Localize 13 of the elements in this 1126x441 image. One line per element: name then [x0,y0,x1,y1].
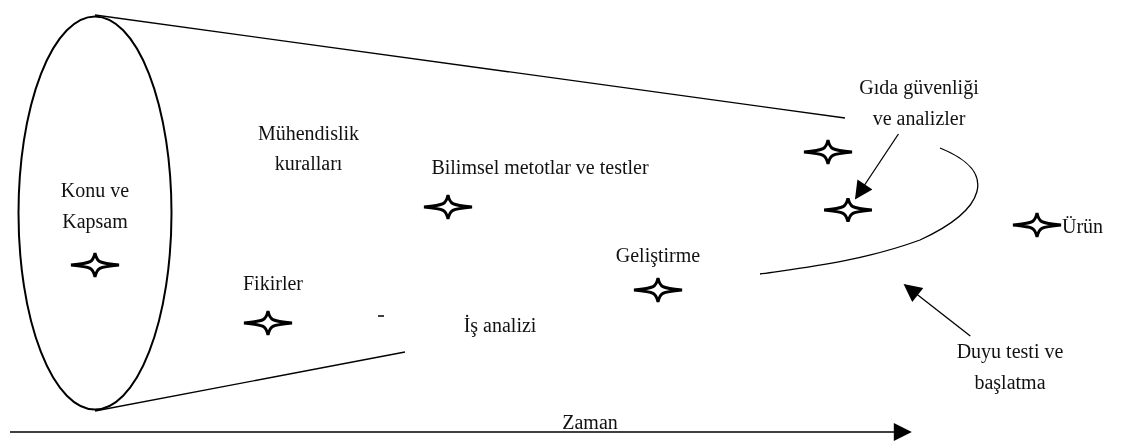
text-label: Bilimsel metotlar ve testler [430,155,650,180]
text-label: İş analizi [462,313,538,339]
arrow [903,283,971,337]
text-label: Zaman [561,410,619,435]
text-label: Mühendislik kuralları [256,121,361,176]
node-label: Gıda güvenliği ve analizler [858,75,980,131]
ellipse-shape [17,15,173,411]
text-label: Ürün [1062,214,1105,239]
node-label: Duyu testi ve başlatma [955,339,1065,396]
text-label: Fikirler [242,271,304,296]
arrow [854,133,900,200]
text-label: Geliştirme [614,243,702,269]
node-label: Konu ve Kapsam [59,178,131,235]
